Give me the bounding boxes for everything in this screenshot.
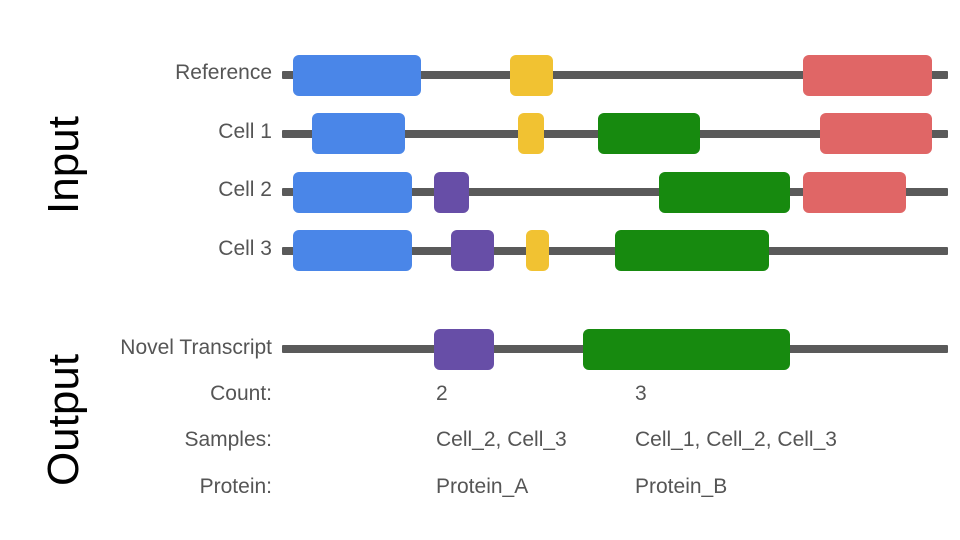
- transcript-a-protein: Protein_A: [436, 475, 529, 498]
- protein-label: Protein:: [199, 475, 272, 498]
- transcript-b-count: 3: [635, 382, 647, 405]
- transcript-a-count: 2: [436, 382, 448, 405]
- cell-3-exon-green: [615, 230, 769, 271]
- input-section-label: Input: [39, 116, 88, 214]
- cell-2-exon-red: [803, 172, 906, 213]
- samples-label: Samples:: [184, 428, 272, 451]
- cell-3-exon-blue: [293, 230, 412, 271]
- cell-1-exon-yellow: [518, 113, 544, 154]
- transcript-b-samples: Cell_1, Cell_2, Cell_3: [635, 428, 837, 451]
- cell-2-exon-purple: [434, 172, 469, 213]
- cell-3-exon-yellow: [526, 230, 549, 271]
- transcript-a-samples: Cell_2, Cell_3: [436, 428, 567, 451]
- novel-transcript-exon-purple: [434, 329, 494, 370]
- transcript-b-protein: Protein_B: [635, 475, 728, 498]
- reference-exon-red: [803, 55, 932, 96]
- row-label-cell-1: Cell 1: [218, 120, 272, 143]
- cell-2-exon-blue: [293, 172, 412, 213]
- row-label-novel-transcript: Novel Transcript: [120, 336, 272, 359]
- novel-transcript-exon-green: [583, 329, 790, 370]
- reference-exon-blue: [293, 55, 421, 96]
- cell-1-exon-blue: [312, 113, 405, 154]
- cell-1-exon-green: [598, 113, 700, 154]
- reference-track: [282, 71, 948, 79]
- output-section-label: Output: [39, 353, 88, 487]
- cell-3-exon-purple: [451, 230, 494, 271]
- row-label-cell-3: Cell 3: [218, 237, 272, 260]
- cell-2-track: [282, 188, 948, 196]
- reference-exon-yellow: [510, 55, 553, 96]
- cell-2-exon-green: [659, 172, 790, 213]
- cell-1-exon-red: [820, 113, 932, 154]
- row-label-reference: Reference: [175, 61, 272, 84]
- count-label: Count:: [210, 382, 272, 405]
- row-label-cell-2: Cell 2: [218, 178, 272, 201]
